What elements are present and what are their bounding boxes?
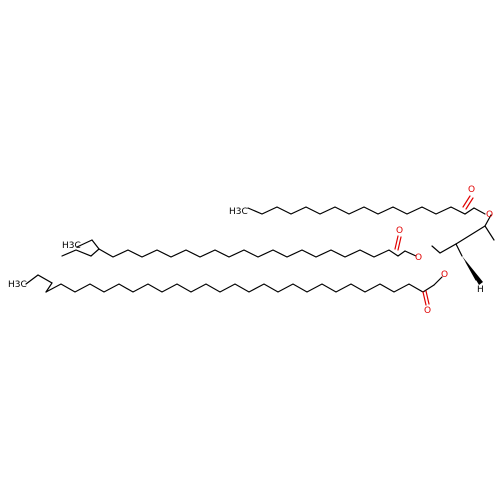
ester-oxygen-3: O [441,270,448,280]
glycerol-backbone [431,214,495,285]
methyl-label-middle: H3C [62,241,81,251]
carbonyl-oxygen-2: O [396,226,403,236]
chain-middle [61,235,417,258]
chain-top [247,195,486,215]
methyl-label-top: H3C [229,207,248,217]
carbonyl-oxygen-3: O [424,306,431,316]
ester-oxygen-1: O [486,210,493,220]
stereo-hydrogen: H [477,285,484,295]
stereo-wedge [462,256,483,285]
methyl-label-bottom: H3C [8,280,27,290]
chain-bottom [25,274,443,306]
ester-oxygen-2: O [415,253,422,263]
carbonyl-oxygen-1: O [468,185,475,195]
